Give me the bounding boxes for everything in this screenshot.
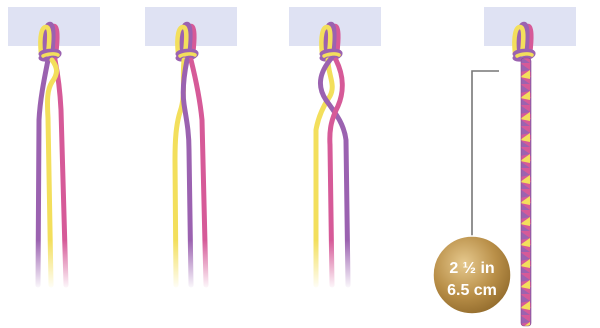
fade-end bbox=[20, 240, 90, 290]
knot-yellow bbox=[180, 54, 195, 56]
measurement-metric: 6.5 cm bbox=[447, 282, 497, 299]
step-4-finished-braid: 2 ½ in 6.5 cm bbox=[433, 7, 576, 326]
braid-body bbox=[521, 58, 531, 326]
step-1 bbox=[8, 7, 100, 290]
measurement-imperial: 2 ½ in bbox=[449, 260, 494, 277]
measurement-badge: 2 ½ in 6.5 cm bbox=[433, 236, 511, 314]
fade-end bbox=[300, 240, 370, 290]
fade-end bbox=[160, 240, 230, 290]
knot-yellow bbox=[517, 54, 532, 56]
step-3 bbox=[289, 7, 381, 290]
measure-bracket bbox=[472, 71, 499, 245]
knot-yellow bbox=[324, 54, 339, 56]
knot-yellow bbox=[43, 54, 58, 56]
step-2 bbox=[145, 7, 237, 290]
